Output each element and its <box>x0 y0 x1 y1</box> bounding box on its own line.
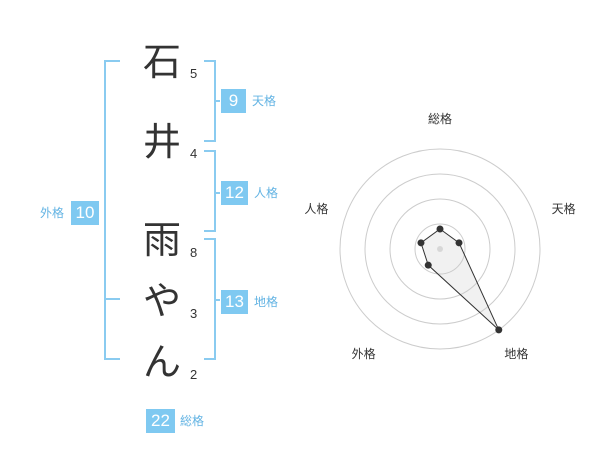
jinkaku-label: 人格 <box>254 186 279 200</box>
gaikaku-bracket <box>104 60 120 360</box>
chikaku-value-badge: 13 <box>221 290 248 314</box>
jinkaku-value-badge: 12 <box>221 181 248 205</box>
chikaku-label: 地格 <box>254 295 279 309</box>
name-char-5: ん <box>142 340 181 384</box>
jinkaku-bracket <box>204 150 216 232</box>
name-char-3: 雨 <box>142 218 181 262</box>
stroke-count-2: 4 <box>190 146 198 161</box>
radar-point-4 <box>424 261 432 269</box>
gaikaku-label: 外格 <box>40 206 65 220</box>
stroke-count-5: 2 <box>190 367 198 382</box>
tenkaku-label: 天格 <box>252 94 277 108</box>
chikaku-bracket-tick <box>214 299 220 301</box>
gaikaku-value-badge: 10 <box>71 201 99 225</box>
radar-point-1 <box>436 225 444 233</box>
radar-axis-label-5: 人格 <box>304 201 328 216</box>
radar-point-5 <box>417 239 425 247</box>
radar-axis-label-2: 天格 <box>552 201 576 216</box>
soukaku-label: 総格 <box>180 414 205 428</box>
radar-point-3 <box>495 326 503 334</box>
radar-ring-3 <box>364 173 516 325</box>
name-char-1: 石 <box>142 40 181 84</box>
radar-axis-label-1: 総格 <box>428 111 452 126</box>
name-char-4: や <box>142 279 181 323</box>
stroke-count-3: 8 <box>190 245 198 260</box>
stroke-count-1: 5 <box>190 66 198 81</box>
radar-area <box>420 228 500 331</box>
tenkaku-bracket-tick <box>214 100 220 102</box>
radar-ring-2 <box>389 198 491 300</box>
radar-axis-label-4: 外格 <box>352 346 376 361</box>
radar-point-2 <box>455 239 463 247</box>
radar-axis-label-3: 地格 <box>504 346 528 361</box>
name-char-2: 井 <box>142 120 181 164</box>
radar-ring-4 <box>339 148 541 350</box>
gaikaku-bracket-tick <box>106 298 120 300</box>
radar-ring-1 <box>414 223 466 275</box>
soukaku-value-badge: 22 <box>146 409 175 433</box>
jinkaku-bracket-tick <box>214 192 220 194</box>
stroke-count-4: 3 <box>190 306 198 321</box>
radar-center <box>437 246 443 252</box>
tenkaku-value-badge: 9 <box>221 89 246 113</box>
